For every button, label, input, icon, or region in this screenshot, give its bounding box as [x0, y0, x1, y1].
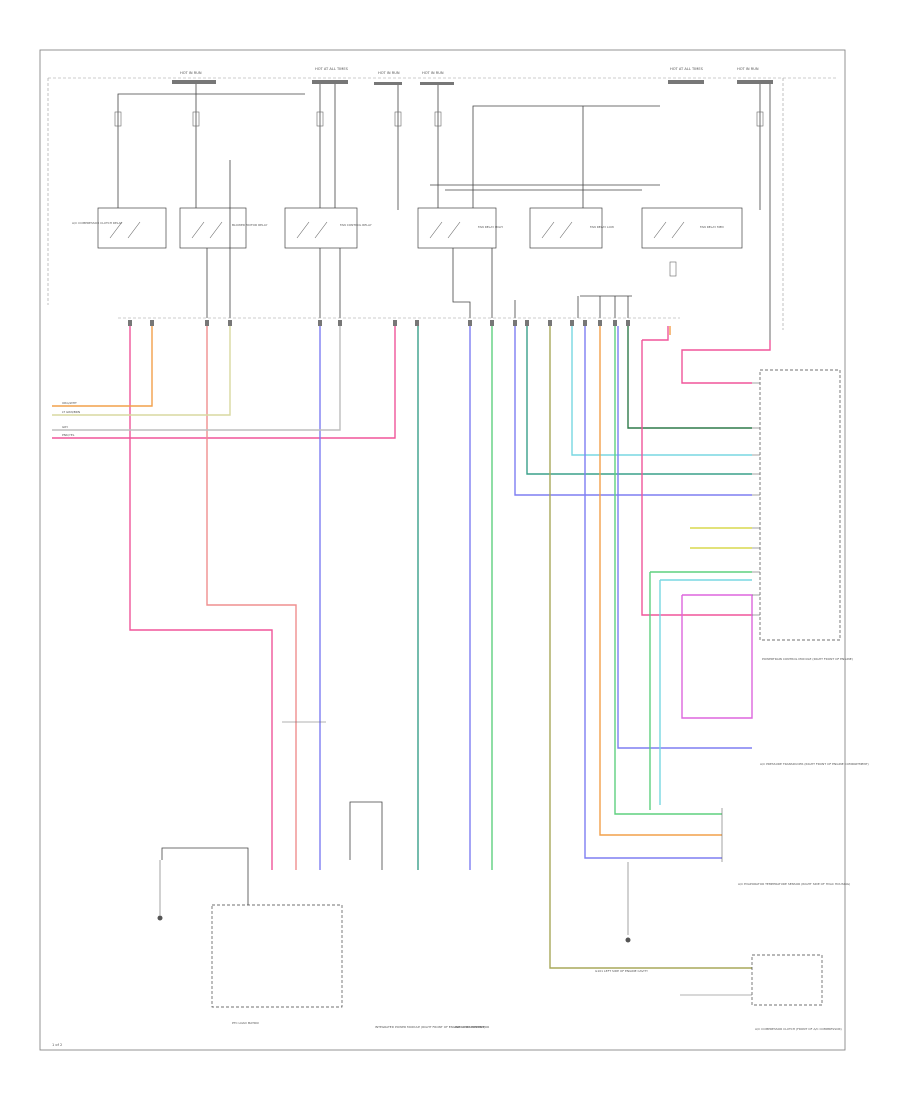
- powertrain-module-box: [759, 369, 841, 641]
- evap-temp-label: A/C EVAPORATOR TEMPERATURE SENSOR (RIGHT…: [738, 882, 850, 886]
- relay-group: A/C COMPRESSOR CLUTCH RELAY BLOWER MOTOR…: [72, 207, 743, 249]
- relay-1: A/C COMPRESSOR CLUTCH RELAY: [72, 207, 167, 249]
- wire-tan: [52, 326, 231, 416]
- fuse-symbols: [114, 111, 764, 277]
- wire-magenta: [681, 594, 753, 719]
- ptc-box: [211, 904, 343, 1008]
- fuse-label: HOT IN RUN: [422, 71, 444, 75]
- wire-green-3: [649, 571, 752, 810]
- relay-4: FAN RELAY HIGH: [417, 207, 503, 249]
- left-wire-label: ORG/WHT: [62, 401, 77, 405]
- wire-blue-4: [584, 326, 722, 859]
- relay-label: FAN RELAY HIGH: [478, 225, 503, 229]
- lower-right-devices: A/C PRESSURE TRANSDUCER (RIGHT FRONT OF …: [595, 762, 869, 1031]
- fuse-label: HOT IN RUN: [180, 71, 202, 75]
- wire-orange-2: [599, 326, 722, 836]
- left-wire-legend: ORG/WHT LT GRN/BRN GRY PNK/YEL: [62, 401, 80, 437]
- powertrain-module-label: POWERTRAIN CONTROL MODULE (RIGHT FRONT O…: [762, 657, 853, 661]
- wire-pink-2: [52, 326, 396, 439]
- fuse-labels: HOT IN RUN HOT AT ALL TIMES HOT IN RUN H…: [180, 67, 759, 75]
- radiator-label: RADIATOR FAN MOTOR: [455, 1025, 489, 1029]
- wire-salmon: [206, 326, 297, 870]
- left-wire-label: GRY: [62, 425, 68, 429]
- bottom-modules: PTC LOAD MATRIX INTEGRATED POWER MODULE …: [157, 721, 489, 1029]
- connector-pins: [128, 320, 630, 326]
- left-wire-label: PNK/YEL: [62, 433, 75, 437]
- page-label: 1 of 2: [52, 1043, 62, 1047]
- integrated-power-label: INTEGRATED POWER MODULE (RIGHT FRONT OF …: [375, 1025, 485, 1029]
- fuse-blocks: [172, 80, 773, 85]
- wire-pink: [129, 326, 273, 870]
- ptc-label: PTC LOAD MATRIX: [232, 1021, 259, 1025]
- wire-pink-4: [641, 340, 752, 616]
- relay-label: BLOWER MOTOR RELAY: [232, 223, 268, 227]
- relay-label: A/C COMPRESSOR CLUTCH RELAY: [72, 221, 122, 225]
- relay-leads: [206, 160, 632, 318]
- fuse-label: HOT IN RUN: [737, 67, 759, 71]
- relay-label: FAN RELAY LOW: [590, 225, 614, 229]
- module-pins: [752, 382, 760, 616]
- ground-label: G101 LEFT SIDE OF ENGINE CAVITY: [595, 969, 648, 973]
- feed-lines: [117, 84, 771, 340]
- relay-label: FAN CONTROL RELAY: [340, 223, 372, 227]
- wire-pink-5: [681, 340, 771, 384]
- wire-cyan: [571, 326, 752, 456]
- wire-blue-3: [514, 326, 752, 496]
- wire-cyan-2: [659, 579, 752, 805]
- wire-teal-2: [526, 326, 752, 475]
- wire-pink-3: [642, 326, 669, 341]
- wire-green-2: [614, 326, 722, 815]
- relay-label: FAN RELAY MED: [700, 225, 725, 229]
- fuse-label: HOT IN RUN: [378, 71, 400, 75]
- wire-blue-5: [617, 326, 752, 749]
- ac-pressure-label: A/C PRESSURE TRANSDUCER (RIGHT FRONT OF …: [760, 762, 869, 766]
- wire-orange: [52, 326, 153, 407]
- wire-olive: [549, 326, 752, 969]
- wire-bundle: [52, 326, 771, 969]
- left-wire-label: LT GRN/BRN: [62, 410, 80, 414]
- ac-comp-label: A/C COMPRESSOR CLUTCH (FRONT OF A/C COMP…: [755, 1027, 842, 1031]
- wire-gray: [52, 326, 341, 431]
- relay-5: FAN RELAY LOW: [529, 207, 614, 249]
- relay-3: FAN CONTROL RELAY: [284, 207, 372, 249]
- fuse-label: HOT AT ALL TIMES: [670, 67, 704, 71]
- diagram-frame: [39, 49, 846, 1051]
- relay-2: BLOWER MOTOR RELAY: [179, 207, 268, 249]
- relay-6: FAN RELAY MED: [641, 207, 743, 249]
- wire-dark-green: [627, 326, 752, 429]
- fuse-label: HOT AT ALL TIMES: [315, 67, 349, 71]
